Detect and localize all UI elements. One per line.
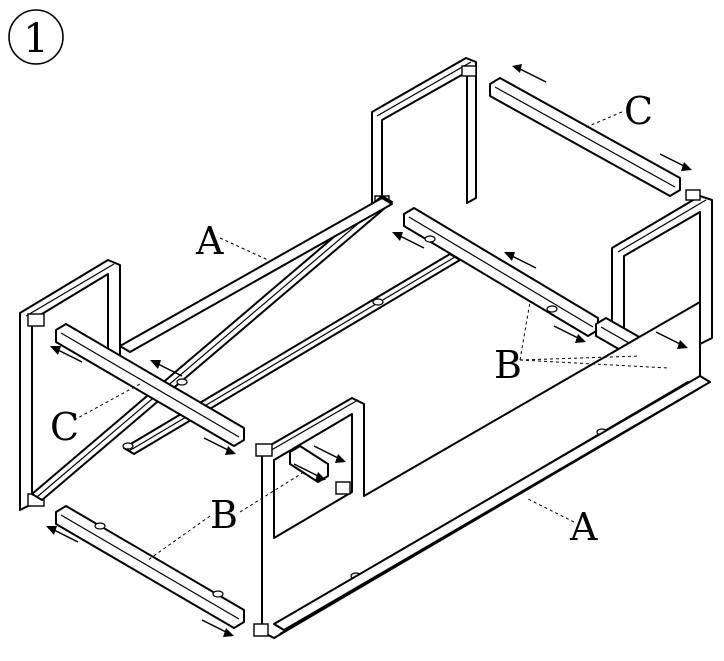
direction-arrow-icon [46, 526, 79, 543]
direction-arrow-icon [655, 331, 688, 349]
step-number: 1 [23, 16, 48, 62]
direction-arrows [46, 64, 692, 637]
leader-a-front [525, 497, 575, 523]
leader-b-right-3 [519, 359, 669, 369]
label-b-front: B [210, 493, 238, 537]
part-labels: C A B C B A [50, 89, 653, 549]
back-left-frame [371, 57, 477, 209]
leader-b-right-2 [519, 355, 641, 361]
leader-c-back [583, 111, 623, 129]
label-c-left: C [50, 405, 79, 449]
leader-lines [73, 111, 669, 561]
direction-arrow-icon [50, 346, 83, 363]
label-b-right: B [494, 343, 522, 387]
label-c-back: C [624, 89, 653, 133]
label-a-back: A [195, 219, 224, 263]
direction-arrow-icon [313, 445, 346, 463]
direction-arrow-icon [553, 325, 586, 343]
direction-arrow-icon [512, 64, 547, 83]
leader-b-right-1 [519, 301, 531, 361]
rail-b-front [55, 505, 245, 629]
direction-arrow-icon [659, 153, 692, 171]
step-indicator: 1 [8, 9, 64, 65]
left-end-frame [19, 259, 121, 511]
direction-arrow-icon [150, 360, 183, 377]
leader-a-back [219, 237, 269, 261]
rail-c-left [55, 323, 245, 447]
leader-b-front-2 [239, 471, 305, 513]
direction-arrow-icon [203, 437, 236, 455]
leader-c-left [73, 383, 141, 421]
direction-arrow-icon [504, 252, 537, 269]
direction-arrow-icon [293, 463, 326, 481]
direction-arrow-icon [201, 619, 234, 637]
circled-number-icon [8, 9, 64, 65]
rail-a-back [31, 195, 393, 501]
rail-c-back [489, 77, 681, 197]
label-a-front: A [569, 505, 598, 549]
direction-arrow-icon [392, 232, 425, 249]
leader-b-front [147, 515, 211, 561]
rail-a-front [273, 375, 711, 631]
